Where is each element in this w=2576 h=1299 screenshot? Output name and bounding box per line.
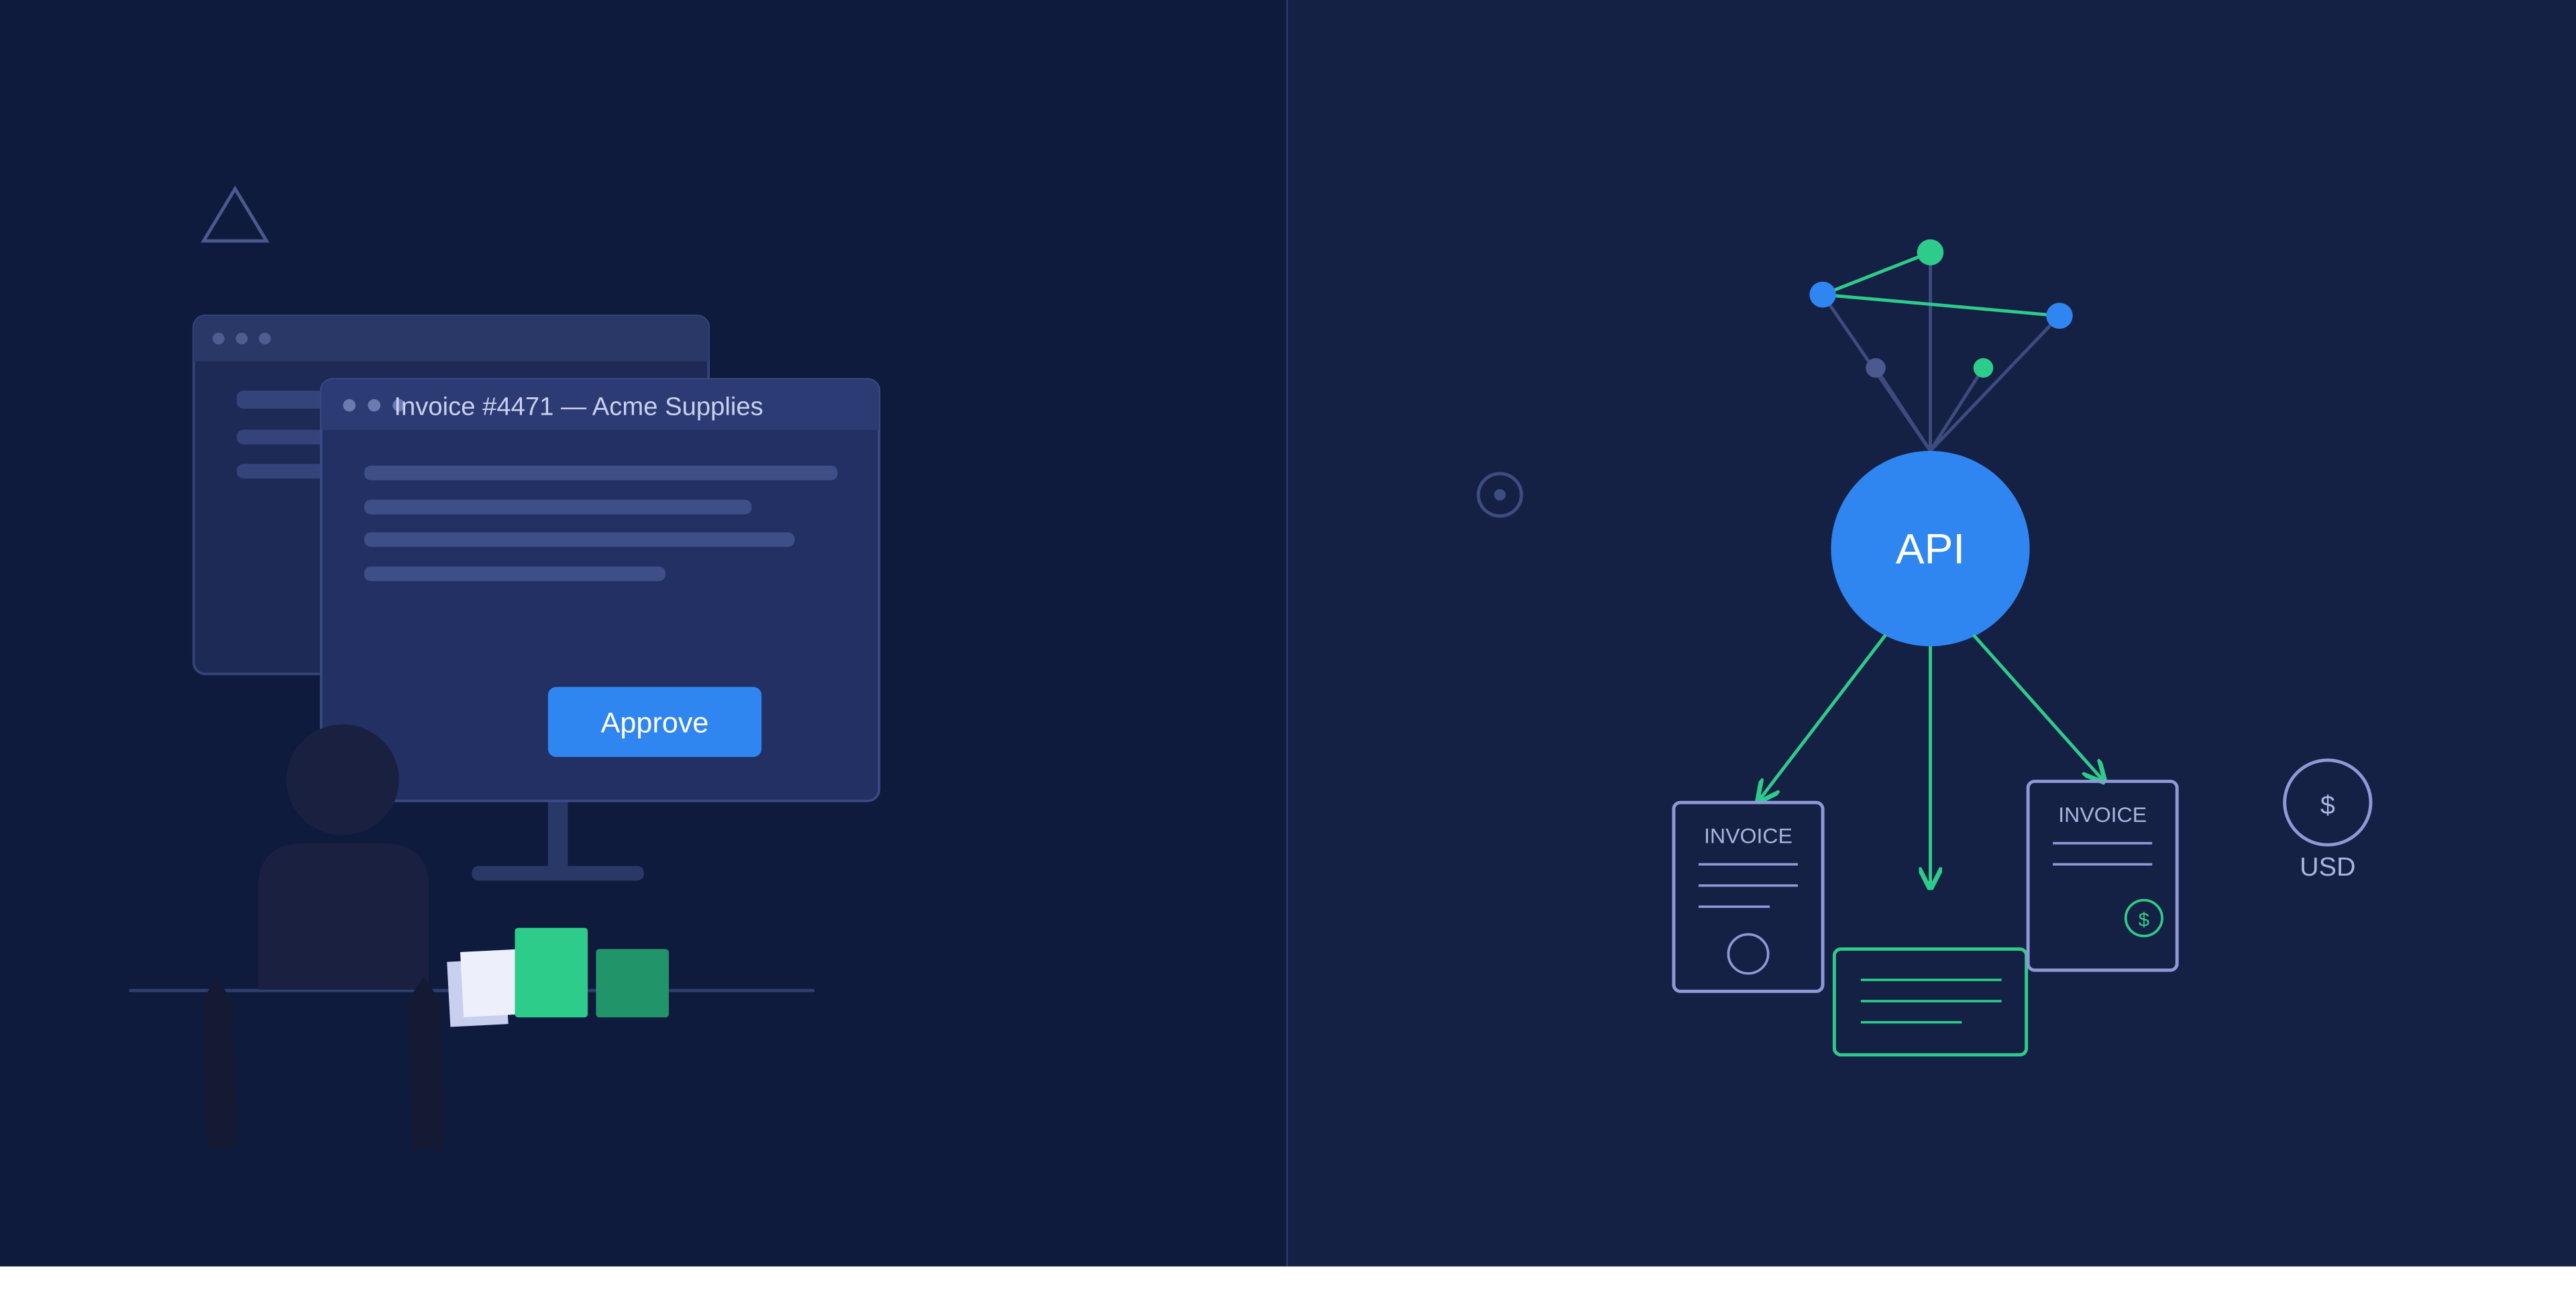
arrow-to-left-invoice <box>1760 633 1887 799</box>
dollar-coin-icon <box>2283 758 2373 847</box>
currency-symbol: $ <box>2320 791 2335 820</box>
network-node <box>1866 358 1886 378</box>
monitor-neck <box>547 800 568 870</box>
text-line-placeholder <box>364 532 795 548</box>
person-figure <box>258 724 429 990</box>
currency-label: USD <box>2300 853 2355 882</box>
monitor-base <box>472 866 644 881</box>
approve-button-label: Approve <box>601 707 709 739</box>
person-head <box>286 724 399 835</box>
arrow-to-right-invoice <box>1972 633 2102 780</box>
triangle-icon <box>201 185 270 243</box>
ledger-card <box>1832 947 2029 1057</box>
invoice-card-label: INVOICE <box>1704 824 1792 848</box>
left-scene: Invoice #4471 — Acme Supplies Approve <box>129 185 881 1149</box>
person-body <box>258 843 429 990</box>
text-line-placeholder <box>364 499 752 515</box>
api-node-label: API <box>1896 525 1965 572</box>
network-node <box>1809 281 1836 308</box>
invoice-card-left: INVOICE <box>1672 800 1825 993</box>
window-dot <box>368 399 381 412</box>
text-line-placeholder <box>364 465 838 480</box>
invoice-card-right: INVOICE $ <box>2026 780 2179 972</box>
text-line-placeholder <box>236 391 330 409</box>
window-dot <box>343 399 356 412</box>
window-dot <box>392 399 406 412</box>
window-dot <box>212 332 225 345</box>
network-node <box>1917 239 1944 266</box>
approve-button[interactable]: Approve <box>547 686 762 758</box>
right-scene: API INVOICE INVOICE <box>1477 239 2373 1057</box>
green-folder <box>515 927 588 1018</box>
text-line-placeholder <box>236 429 330 445</box>
window-dot <box>258 332 271 345</box>
circle-stamp-icon <box>1727 933 1770 975</box>
text-line-placeholder <box>364 566 666 582</box>
network-node <box>1973 358 1994 378</box>
invoice-window: Invoice #4471 — Acme Supplies Approve <box>319 378 881 802</box>
svg-text:$: $ <box>2139 909 2149 931</box>
target-icon <box>1477 472 1523 518</box>
currency-badge: $ USD <box>2283 758 2373 882</box>
window-dot <box>235 332 248 345</box>
chair-leg <box>407 976 444 1149</box>
chair-leg <box>202 976 239 1149</box>
network-node <box>2046 303 2073 329</box>
dollar-seal-icon: $ <box>2124 898 2163 937</box>
network-graph <box>1809 239 2073 452</box>
invoice-card-label: INVOICE <box>2058 802 2147 827</box>
text-line-placeholder <box>236 464 330 479</box>
api-node: API <box>1831 451 2030 647</box>
paper-stack-icon <box>447 949 522 1027</box>
green-box <box>596 949 669 1018</box>
invoice-window-title: Invoice #4471 — Acme Supplies <box>394 393 763 421</box>
